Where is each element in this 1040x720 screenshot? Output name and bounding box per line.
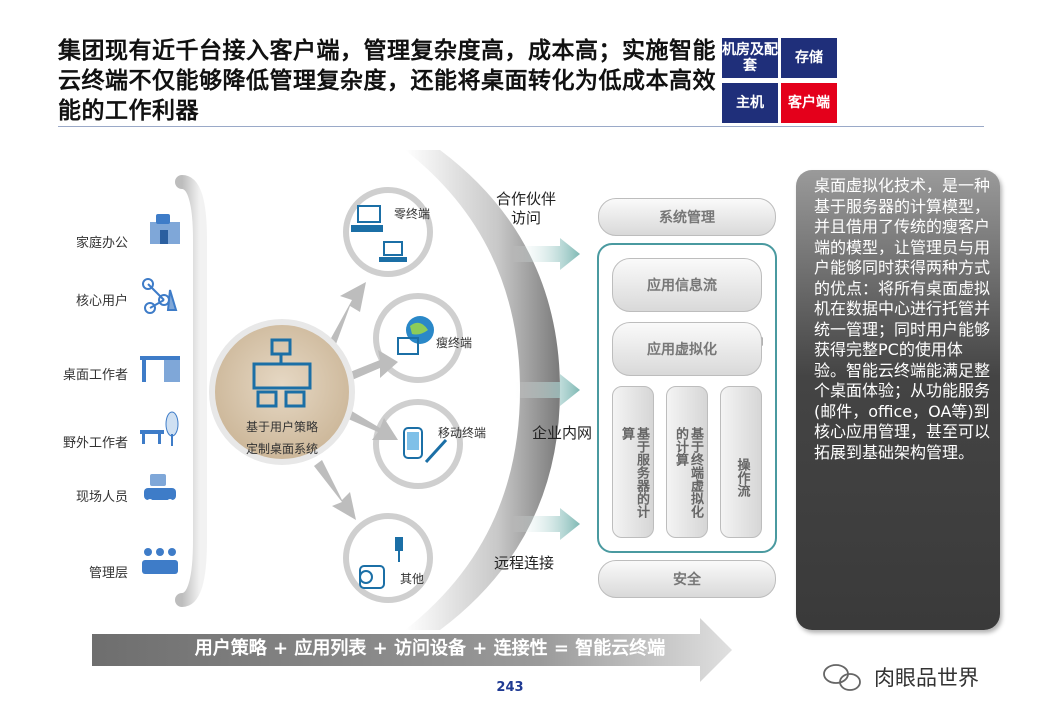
formula-arrow <box>92 618 732 682</box>
page-title: 集团现有近千台接入客户端，管理复杂度高，成本高；实施智能云终端不仅能够降低管理复… <box>58 38 716 124</box>
title-divider <box>58 126 984 127</box>
field-worker-icon <box>140 411 179 446</box>
user-label-field-worker: 野外工作者 <box>62 436 128 451</box>
user-label-home-office: 家庭办公 <box>75 236 128 251</box>
access-arrow-partner <box>512 238 580 270</box>
description-box: 桌面虚拟化技术，是一种基于服务器的计算模型，并且借用了传统的瘦客户端的模型，让管… <box>796 170 1000 630</box>
user-label-management: 管理层 <box>88 566 128 581</box>
page-number: 243 <box>496 680 524 695</box>
legend-cell-room: 机房及配套 <box>722 38 778 78</box>
desk-worker-icon <box>140 356 180 382</box>
security-bar: 安全 <box>598 560 776 598</box>
compute-column-server: 基于服务器的计算 <box>612 386 654 538</box>
device-label-zero: 零终端 <box>394 207 431 221</box>
other-client-icon <box>359 537 403 589</box>
users-bracket <box>175 175 207 607</box>
compute-column-stream: 操作流 <box>720 386 762 538</box>
access-label-partner: 合作伙伴访问 <box>495 190 556 227</box>
formula-text: 用户策略 + 应用列表 + 访问设备 + 连接性 = 智能云终端 <box>194 638 666 659</box>
big-arc <box>405 150 560 630</box>
center-icon <box>252 338 312 408</box>
onsite-staff-icon <box>144 474 176 505</box>
access-label-remote: 远程连接 <box>493 554 554 572</box>
mobile-client-icon <box>403 427 448 464</box>
zero-client-icon <box>351 205 407 262</box>
access-arrow-remote <box>512 508 580 540</box>
access-arrow-intranet <box>512 374 580 406</box>
compute-column-terminal: 基于终端虚拟化的计算 <box>666 386 708 538</box>
legend-cell-storage: 存储 <box>781 38 837 78</box>
center-label-line1: 基于用户策略 <box>245 420 318 434</box>
center-circle <box>209 319 355 465</box>
legend-cell-host: 主机 <box>722 83 778 123</box>
user-label-desk-worker: 桌面工作者 <box>62 368 128 383</box>
user-label-onsite-staff: 现场人员 <box>75 490 128 505</box>
device-label-thin: 瘦终端 <box>436 336 473 350</box>
core-user-icon <box>142 278 178 314</box>
compute-column-server-label: 基于服务器的计算 <box>619 427 649 518</box>
wechat-icon <box>823 664 861 691</box>
compute-column-stream-label: 操作流 <box>734 457 750 497</box>
legend-cell-client: 客户端 <box>781 83 837 123</box>
device-ring-zero <box>343 187 433 277</box>
device-label-mobile: 移动终端 <box>438 426 487 440</box>
device-label-other: 其他 <box>400 572 425 586</box>
watermark-text: 肉眼品世界 <box>874 666 979 690</box>
compute-column-terminal-label: 基于终端虚拟化的计算 <box>673 427 703 518</box>
management-icon <box>142 548 178 574</box>
system-management-bar: 系统管理 <box>598 198 776 236</box>
app-virtualization-box: 应用虚拟化 <box>612 322 762 376</box>
center-arrows <box>314 282 398 520</box>
thin-client-icon <box>397 316 434 355</box>
app-stream-box: 应用信息流 <box>612 258 762 312</box>
home-office-icon <box>150 214 180 244</box>
user-label-core-user: 核心用户 <box>75 294 128 309</box>
access-label-intranet: 企业内网 <box>531 424 592 442</box>
center-label-line2: 定制桌面系统 <box>245 442 318 456</box>
device-ring-other <box>343 513 433 603</box>
